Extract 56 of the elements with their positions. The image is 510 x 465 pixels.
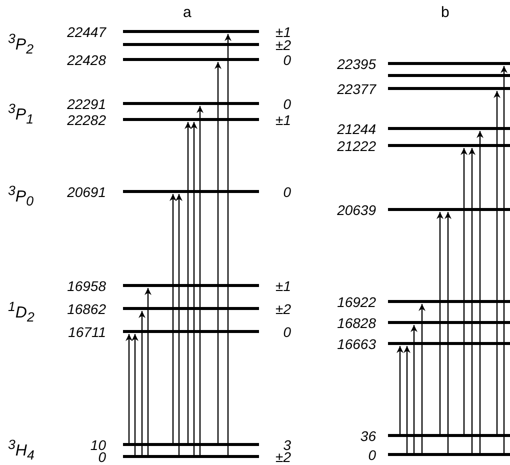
term-symbol: $^{3}$H$_{4}$ xyxy=(8,436,34,465)
transition-arrow xyxy=(196,106,204,456)
quantum-number: ±1 xyxy=(274,112,291,128)
quantum-number: ±1 xyxy=(274,278,291,294)
energy-value: 20691 xyxy=(66,184,106,200)
transition-arrow xyxy=(494,91,500,435)
energy-value: 22282 xyxy=(66,112,106,128)
transition-arrow xyxy=(138,311,146,456)
transition-arrow xyxy=(468,148,476,454)
energy-value: 16711 xyxy=(67,324,106,340)
quantum-number: ±2 xyxy=(274,301,291,317)
energy-value: 22395 xyxy=(336,56,376,72)
term-symbol: $^{3}$P$_{0}$ xyxy=(8,182,34,211)
transition-arrow xyxy=(224,34,232,456)
transition-arrow xyxy=(410,325,418,454)
quantum-number: ±1 xyxy=(274,24,291,40)
quantum-number: 0 xyxy=(282,324,291,340)
energy-value: 22428 xyxy=(66,52,106,68)
quantum-number: 0 xyxy=(282,184,291,200)
energy-value: 36 xyxy=(359,428,376,444)
transition-arrow xyxy=(460,148,468,435)
energy-value: 16663 xyxy=(336,336,376,352)
term-symbol: $^{1}$D$_{2}$ xyxy=(8,298,34,327)
energy-value: 16922 xyxy=(336,294,376,310)
energy-value: 16828 xyxy=(336,315,376,331)
quantum-number: 0 xyxy=(282,52,291,68)
energy-value: 22291 xyxy=(66,96,106,112)
transition-arrow xyxy=(190,122,198,456)
panel-label: b xyxy=(441,4,450,22)
transition-arrow xyxy=(126,334,132,444)
transition-arrow xyxy=(132,334,138,456)
term-symbol: $^{3}$P$_{2}$ xyxy=(8,30,34,59)
panel-label: a xyxy=(183,4,192,22)
transition-arrow xyxy=(418,304,426,454)
transition-arrow xyxy=(184,122,192,444)
quantum-number: 0 xyxy=(282,96,291,112)
transition-arrow xyxy=(176,194,182,456)
transition-arrow xyxy=(444,212,452,454)
transition-arrow xyxy=(476,131,484,454)
energy-value: 0 xyxy=(367,447,376,463)
transition-arrow xyxy=(144,288,152,456)
transition-arrow xyxy=(396,346,404,435)
energy-value: 16862 xyxy=(66,301,106,317)
energy-value: 22447 xyxy=(66,24,106,40)
energy-value: 20639 xyxy=(336,202,376,218)
energy-value: 21222 xyxy=(336,138,376,154)
energy-value: 16958 xyxy=(66,278,106,294)
transition-arrow xyxy=(500,66,508,454)
energy-value: 21244 xyxy=(336,121,376,137)
transition-arrow xyxy=(404,346,410,454)
transition-arrow xyxy=(214,62,222,444)
transition-arrow xyxy=(170,194,176,444)
transition-arrow xyxy=(436,212,444,435)
term-symbol: $^{3}$P$_{1}$ xyxy=(8,100,34,129)
quantum-number: ±2 xyxy=(274,37,291,53)
energy-value: 22377 xyxy=(336,81,376,97)
